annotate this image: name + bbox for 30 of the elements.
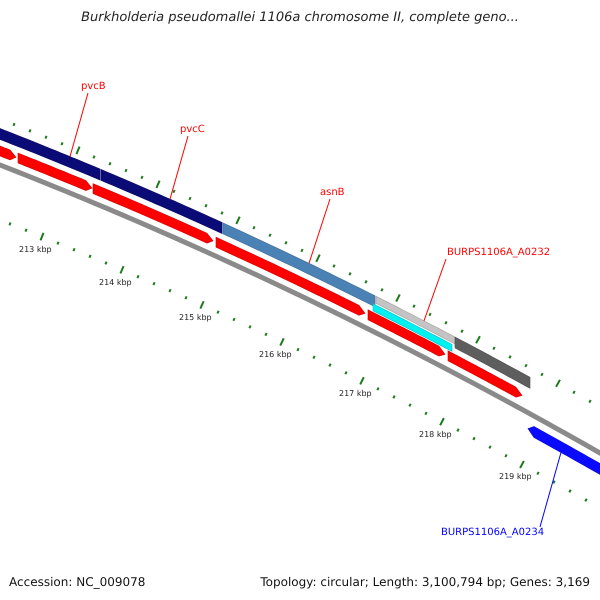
scale-label: 215 kbp [179, 312, 212, 322]
scale-label: 217 kbp [339, 388, 372, 398]
leader-line [170, 136, 188, 200]
map-title: Burkholderia pseudomallei 1106a chromosome II, complete geno... [80, 10, 520, 25]
gene-feature [372, 303, 452, 352]
gene-feature [222, 222, 376, 308]
leader-line [424, 258, 446, 322]
scale-label: 216 kbp [259, 350, 292, 359]
leader-line [308, 198, 330, 264]
leader-line [540, 452, 562, 528]
gene-feature [92, 183, 214, 244]
gene-feature [100, 168, 222, 234]
accession-text: Accession: NC_009078 [9, 575, 146, 589]
gene-label: pvcB [81, 81, 106, 93]
gene-feature [18, 152, 92, 191]
gene-feature [448, 350, 522, 398]
summary-text: Topology: circular; Length: 3,100,794 bp; Genes: 3,169 [260, 575, 590, 589]
scale-label: 214 kbp [99, 278, 132, 287]
scale-label: 213 kbp [19, 244, 52, 254]
scale-label: 219 kbp [499, 472, 532, 482]
gene-feature [216, 236, 366, 316]
gene-feature [368, 309, 446, 356]
gene-label: BURPS1106A_A0232 [447, 247, 550, 259]
gene-label: BURPS1106A_A0234 [441, 527, 544, 539]
scale-label: 218 kbp [419, 430, 452, 439]
gene-label: asnB [320, 187, 345, 199]
gene-label: pvcC [180, 124, 205, 136]
leader-line [70, 92, 88, 158]
gene-feature [454, 336, 530, 389]
gene-feature [376, 296, 456, 344]
